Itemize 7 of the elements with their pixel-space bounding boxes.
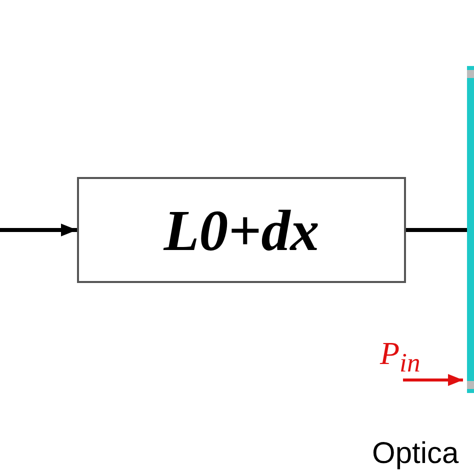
power-label: P$_{in}$ <box>380 335 420 378</box>
arrow <box>403 374 463 386</box>
box-label: L0+dx <box>164 196 320 264</box>
arrow <box>0 224 77 236</box>
process-box <box>77 177 406 283</box>
caption-text: Optica <box>372 437 459 471</box>
optical-bar <box>467 66 474 393</box>
